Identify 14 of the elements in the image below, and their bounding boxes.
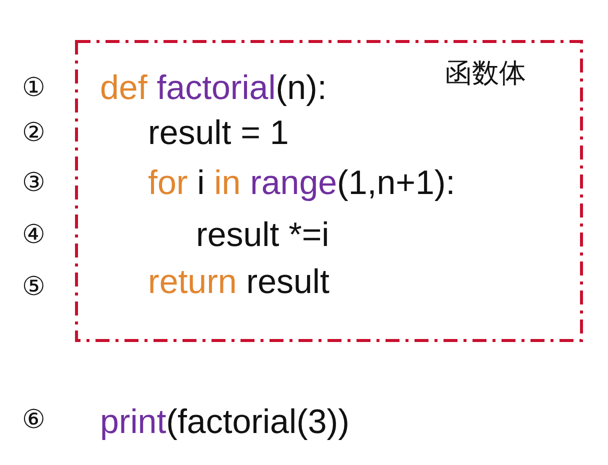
code-line: result = 1 — [148, 113, 289, 153]
line-number: ① — [22, 72, 46, 105]
code-line: result *=i — [196, 215, 330, 255]
box-label: 函数体 — [445, 58, 526, 90]
line-number: ② — [22, 117, 46, 150]
dash-dot-frame — [75, 40, 583, 342]
line-number: ⑥ — [22, 404, 46, 437]
line-number: ③ — [22, 167, 46, 200]
line-number: ④ — [22, 219, 46, 252]
code-line: for i in range(1,n+1): — [148, 163, 456, 203]
code-line: def factorial(n): — [100, 68, 327, 108]
line-number: ⑤ — [22, 271, 46, 304]
code-line: print(factorial(3)) — [100, 402, 350, 442]
code-line: return result — [148, 262, 330, 302]
